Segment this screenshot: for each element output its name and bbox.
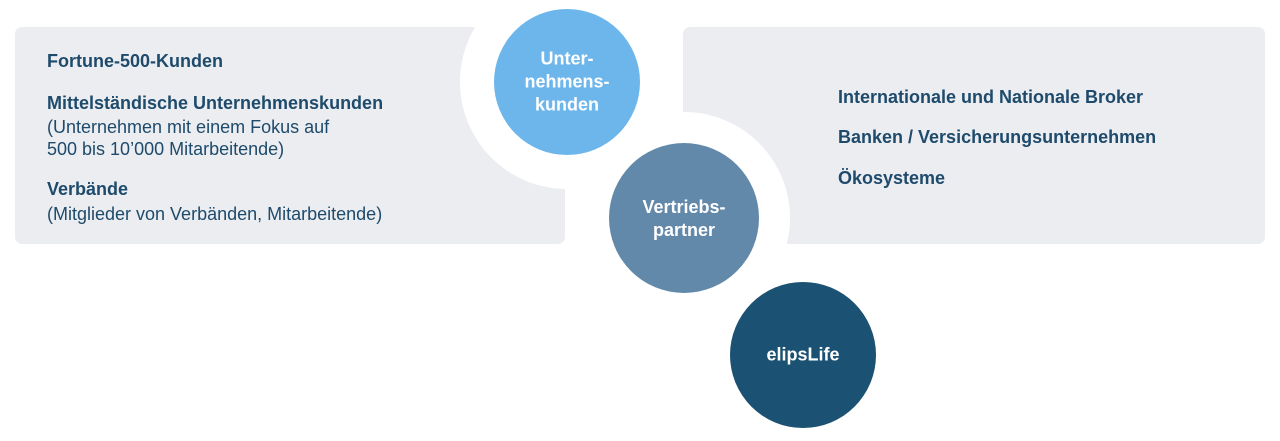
circle-label-vertriebspartner: Vertriebs- partner (642, 197, 726, 240)
group-title-mittelstand: Mittelständische Unternehmenskunden (47, 93, 384, 113)
left-panel-bg (15, 27, 565, 244)
partner-item-banken: Banken / Versicherungsunternehmen (838, 127, 1157, 147)
right-panel-bg (683, 27, 1265, 244)
circle-vertriebspartner (609, 143, 759, 293)
circle-label-unternehmenskunden: Unter- nehmens- kunden (524, 48, 610, 115)
group-title-verbaende: Verbände (47, 179, 129, 199)
circle-label-elipslife: elipsLife (766, 344, 840, 365)
circle-unternehmenskunden (494, 9, 640, 155)
group-detail-mittelstand-1: (Unternehmen mit einem Fokus auf (47, 117, 330, 137)
partner-item-oekosysteme: Ökosysteme (838, 168, 946, 188)
group-detail-mittelstand-2: 500 bis 10’000 Mitarbeitende) (47, 139, 285, 159)
group-detail-verbaende: (Mitglieder von Verbänden, Mitarbeitende… (47, 204, 383, 224)
group-title-fortune500: Fortune-500-Kunden (47, 51, 224, 71)
circle-elipslife (730, 282, 876, 428)
partner-item-broker: Internationale und Nationale Broker (838, 87, 1144, 107)
